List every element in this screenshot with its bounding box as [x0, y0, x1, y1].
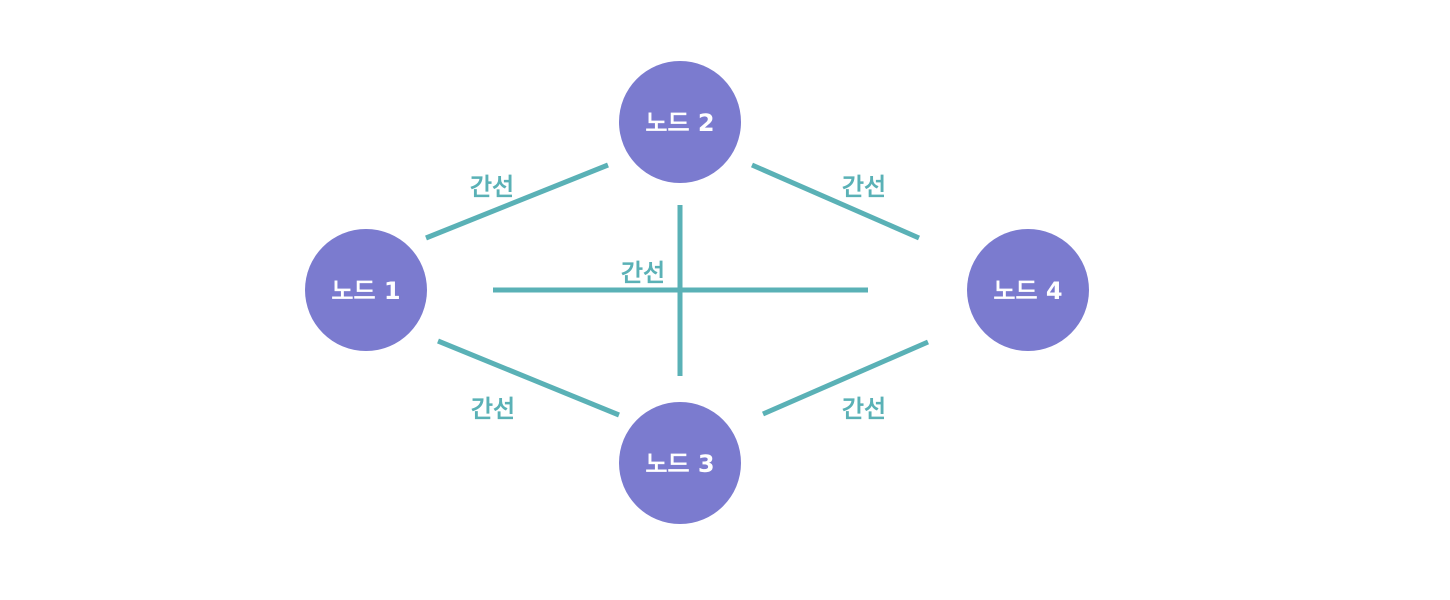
edge-label-node1-node4: 간선 — [621, 259, 665, 287]
node-1-label: 노드 1 — [331, 277, 400, 305]
node-3-label: 노드 3 — [645, 450, 714, 478]
node-4: 노드 4 — [967, 229, 1089, 351]
edge-labels: 간선 간선 간선 간선 간선 — [470, 173, 886, 423]
node-2-circle — [619, 61, 741, 183]
edge-label-node2-node4: 간선 — [842, 173, 886, 201]
node-1: 노드 1 — [305, 229, 427, 351]
edges — [425, 162, 929, 418]
node-3: 노드 3 — [619, 402, 741, 524]
node-4-label: 노드 4 — [993, 277, 1062, 305]
edge-node2-node4 — [750, 162, 921, 241]
edge-label-node3-node4: 간선 — [842, 395, 886, 423]
node-3-circle — [619, 402, 741, 524]
node-4-circle — [967, 229, 1089, 351]
edge-label-node1-node2: 간선 — [470, 173, 514, 201]
edge-node3-node4 — [762, 339, 929, 417]
node-1-circle — [305, 229, 427, 351]
node-2-label: 노드 2 — [645, 109, 714, 137]
edge-label-node1-node3: 간선 — [471, 395, 515, 423]
edge-node1-node3 — [437, 338, 620, 418]
edge-node1-node2 — [425, 162, 609, 241]
node-2: 노드 2 — [619, 61, 741, 183]
